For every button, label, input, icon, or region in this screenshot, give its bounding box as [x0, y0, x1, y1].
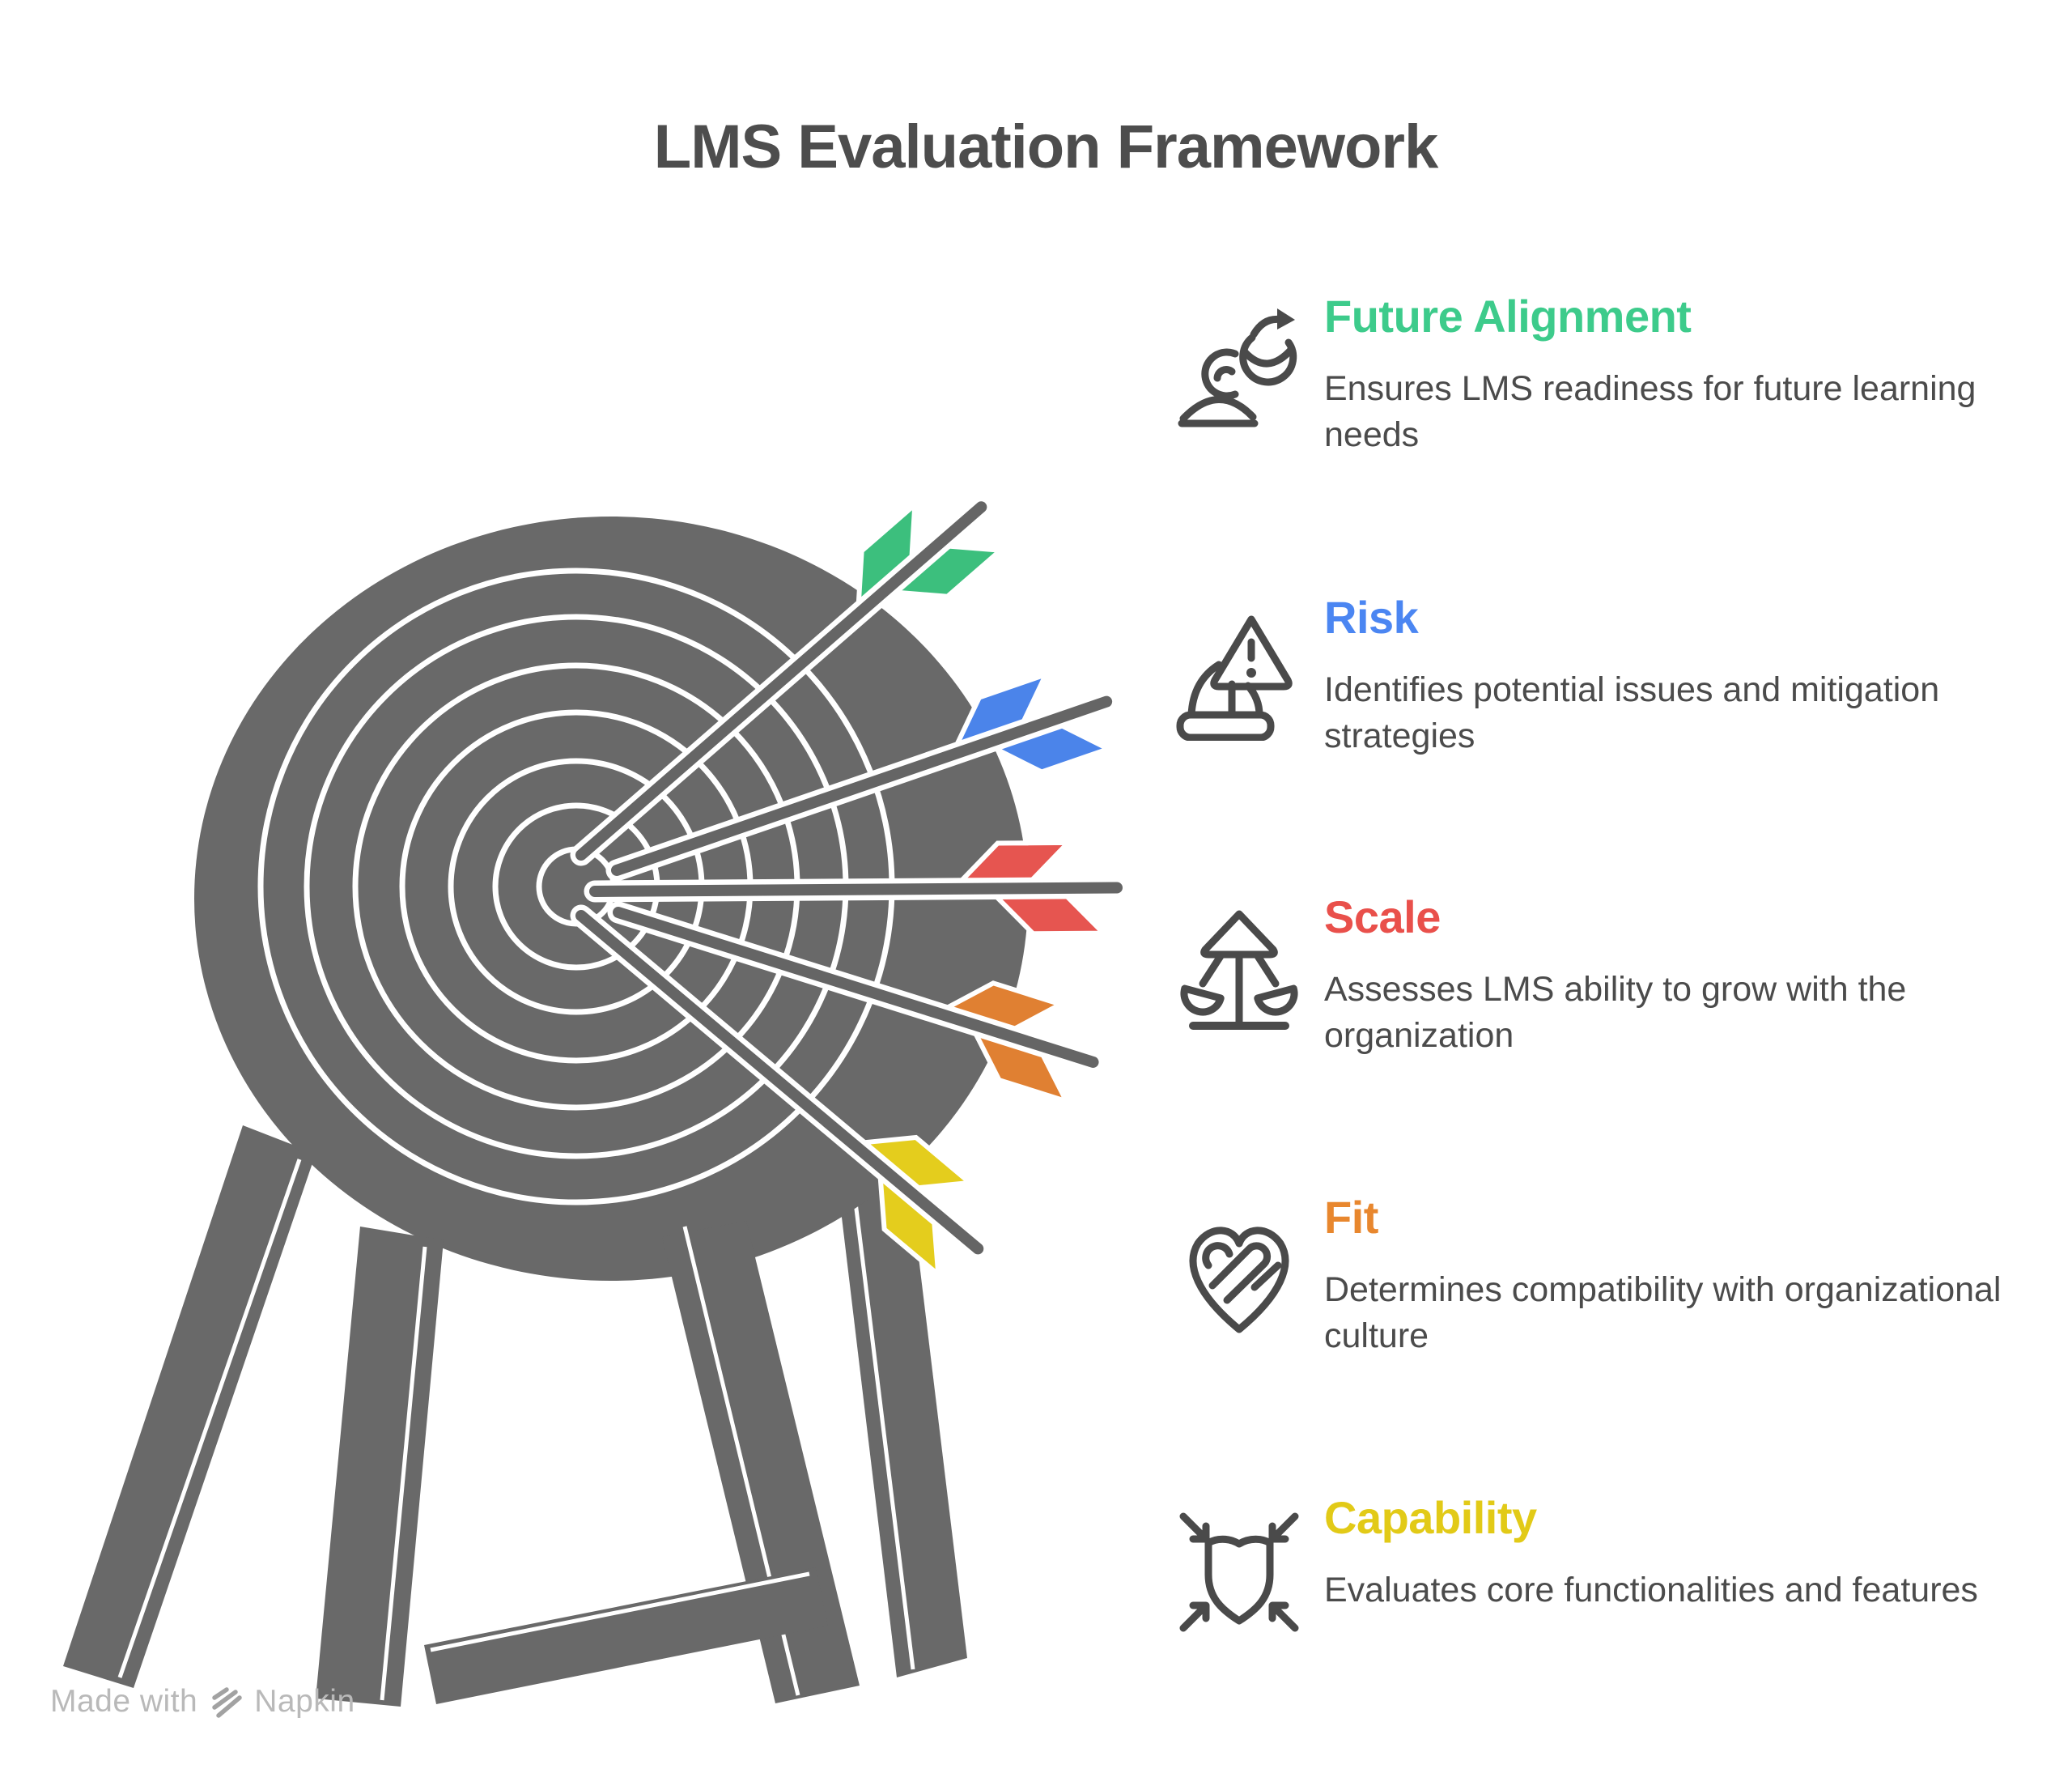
item-description: Determines compatibility with organizati…: [1324, 1270, 2002, 1355]
balance-scale-icon: [1180, 910, 1298, 1030]
arrow-future-alignment: [570, 495, 1007, 866]
person-globe-refresh-icon: [1178, 308, 1297, 427]
legend-item-scale: Scale Assesses LMS ability to grow with …: [1166, 882, 2048, 1059]
item-description: Evaluates core functionalities and featu…: [1324, 1571, 1978, 1609]
item-heading: Fit: [1324, 1192, 1378, 1243]
arrow-fit: [607, 901, 1105, 1106]
legend-item-capability: Capability Evaluates core functionalitie…: [1166, 1483, 2048, 1641]
target-stand-back-legs: [63, 1124, 967, 1688]
item-heading: Capability: [1324, 1492, 1537, 1543]
watermark-prefix: Made with: [50, 1684, 198, 1719]
made-with-napkin-watermark: Made with Napkin: [50, 1682, 355, 1721]
item-description: Identifies potential issues and mitigati…: [1324, 670, 1940, 755]
page-title: LMS Evaluation Framework: [653, 113, 1438, 181]
napkin-logo-icon: [212, 1687, 242, 1718]
shield-converging-arrows-icon: [1179, 1512, 1299, 1632]
legend-item-fit: Fit Determines compatibility with organi…: [1166, 1183, 2048, 1359]
stand-crossbar: [424, 1567, 828, 1704]
warning-triangle-boat-icon: [1176, 615, 1293, 741]
woven-heart-icon: [1189, 1227, 1289, 1333]
legend-item-risk: Risk Identifies potential issues and mit…: [1166, 583, 2048, 759]
target-stand-front-legs: [316, 1221, 860, 1707]
item-description: Assesses LMS ability to grow with the or…: [1324, 970, 1907, 1055]
legend-item-future-alignment: Future Alignment Ensures LMS readiness f…: [1166, 282, 2048, 458]
arrow-capability: [570, 904, 989, 1281]
arrow-scale: [584, 840, 1128, 937]
archery-target-illustration: [63, 495, 1128, 1707]
item-heading: Future Alignment: [1324, 291, 1692, 342]
item-heading: Risk: [1324, 592, 1419, 643]
arrow-risk: [605, 670, 1118, 882]
watermark-brand: Napkin: [254, 1684, 355, 1719]
item-description: Ensures LMS readiness for future learnin…: [1324, 369, 1976, 454]
item-heading: Scale: [1324, 891, 1441, 942]
